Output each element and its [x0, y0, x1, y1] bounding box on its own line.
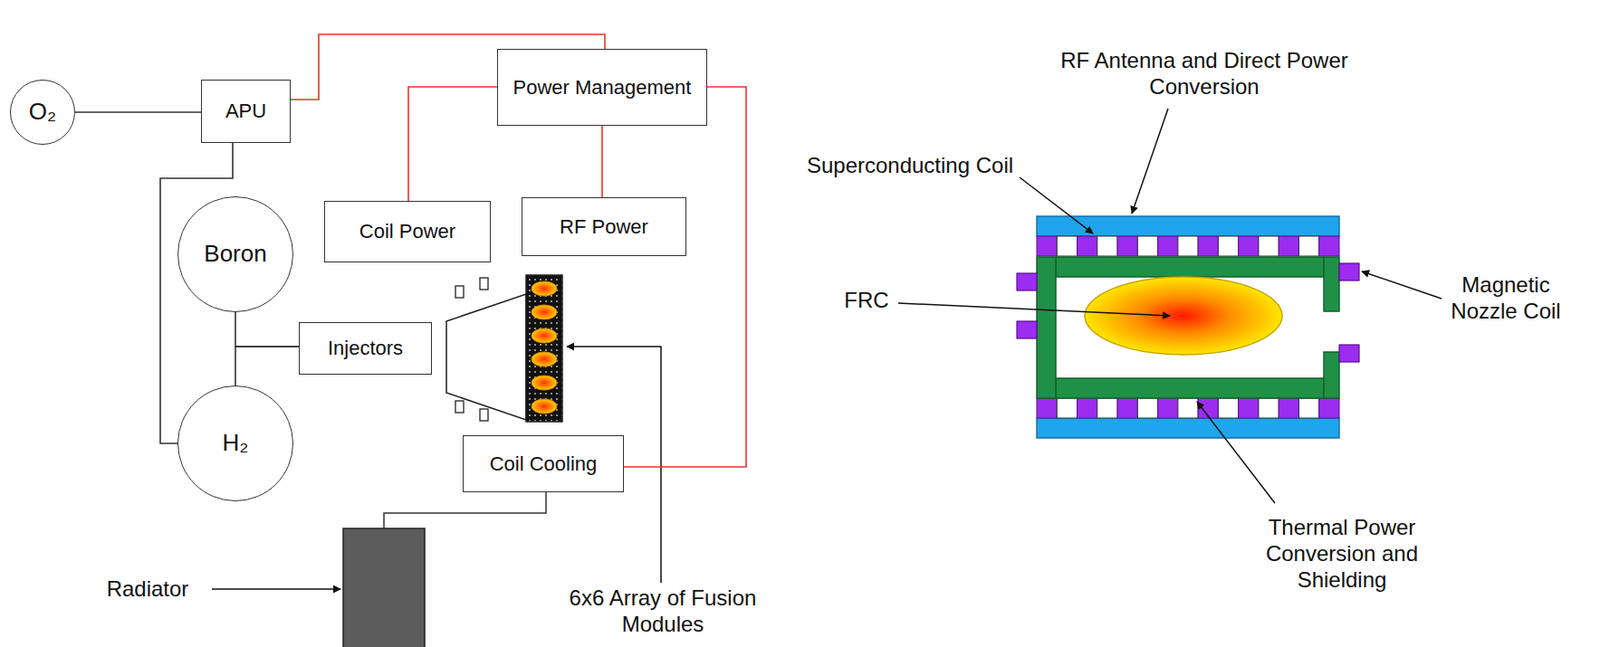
tank-circle: O₂: [9, 79, 76, 145]
coil-winding: [1097, 398, 1118, 419]
fusion-module: [531, 399, 557, 414]
coil-winding: [1217, 398, 1238, 419]
node-text: H₂: [222, 430, 250, 458]
leader-line: [1131, 108, 1169, 214]
node-text: Injectors: [327, 336, 403, 360]
leader-line: [1361, 271, 1442, 299]
fusion-module: [531, 375, 557, 391]
coil-winding: [1117, 398, 1138, 419]
power-line: [623, 86, 747, 468]
callout-label: 6x6 Array of Fusion Modules: [545, 585, 781, 639]
node-text: Coil Power: [359, 220, 456, 243]
callout-label: FRC: [843, 287, 889, 315]
fusion-array: [446, 275, 563, 422]
coil-winding: [1258, 398, 1279, 419]
component-box: RF Power: [521, 197, 687, 257]
leader-line: [898, 303, 1170, 317]
feed-line: [235, 346, 299, 386]
power-line: [408, 86, 498, 202]
callout-label: RF Antenna and Direct Power Conversion: [1036, 47, 1372, 101]
coil-winding: [1278, 236, 1299, 257]
coil-winding: [1097, 236, 1118, 257]
node-text: Power Management: [513, 76, 692, 99]
leader-line: [1197, 402, 1275, 504]
callout-label: Thermal Power Conversion and Shielding: [1254, 515, 1431, 594]
tank-circle: H₂: [177, 385, 294, 502]
coil-winding: [1117, 236, 1138, 257]
coolant-line: [383, 492, 547, 529]
coil-winding: [1056, 236, 1077, 257]
power-line: [601, 125, 604, 198]
coil-winding: [1137, 236, 1158, 257]
coil-winding: [1056, 398, 1077, 419]
coil-winding: [1238, 398, 1259, 419]
fusion-module: [531, 352, 557, 367]
coil-winding: [1238, 236, 1259, 257]
node-text: Boron: [203, 240, 267, 269]
coil-winding: [1319, 398, 1340, 419]
node-text: APU: [225, 99, 267, 123]
coil-winding: [1197, 236, 1218, 257]
coil-winding: [1278, 398, 1299, 419]
callout-label: Magnetic Nozzle Coil: [1437, 272, 1574, 326]
component-box: Coil Cooling: [462, 435, 624, 493]
coil-winding: [1298, 236, 1319, 257]
coil-winding: [1077, 236, 1098, 257]
callout-label: Superconducting Coil: [806, 153, 1014, 180]
node-text: Coil Cooling: [489, 452, 598, 476]
coil-winding: [1036, 398, 1057, 419]
coil-winding: [1298, 398, 1319, 419]
coil-winding: [1178, 236, 1198, 257]
callout-label: Radiator: [106, 576, 190, 604]
fusion-module: [531, 305, 557, 320]
radiator-panel: [343, 528, 425, 647]
leader-line: [1019, 177, 1093, 234]
component-box: APU: [201, 79, 291, 144]
coil-winding: [1217, 236, 1238, 257]
coil-winding: [1178, 398, 1198, 419]
fusion-module: [531, 328, 557, 344]
component-box: Injectors: [298, 322, 432, 375]
coil-winding: [1137, 398, 1158, 419]
component-box: Power Management: [497, 48, 708, 126]
tank-circle: Boron: [177, 196, 294, 313]
coil-winding: [1077, 398, 1098, 419]
frc-module: [1016, 216, 1360, 439]
feed-line: [235, 312, 299, 347]
node-text: RF Power: [559, 215, 649, 239]
fusion-module: [531, 281, 557, 297]
coil-winding: [1158, 398, 1179, 419]
node-text: O₂: [28, 98, 57, 126]
leader-line: [211, 588, 341, 591]
coil-winding: [1319, 236, 1340, 257]
coil-winding: [1036, 236, 1057, 257]
feed-line: [75, 111, 202, 114]
component-box: Coil Power: [324, 201, 491, 263]
coil-winding: [1258, 236, 1279, 257]
coil-winding: [1158, 236, 1179, 257]
